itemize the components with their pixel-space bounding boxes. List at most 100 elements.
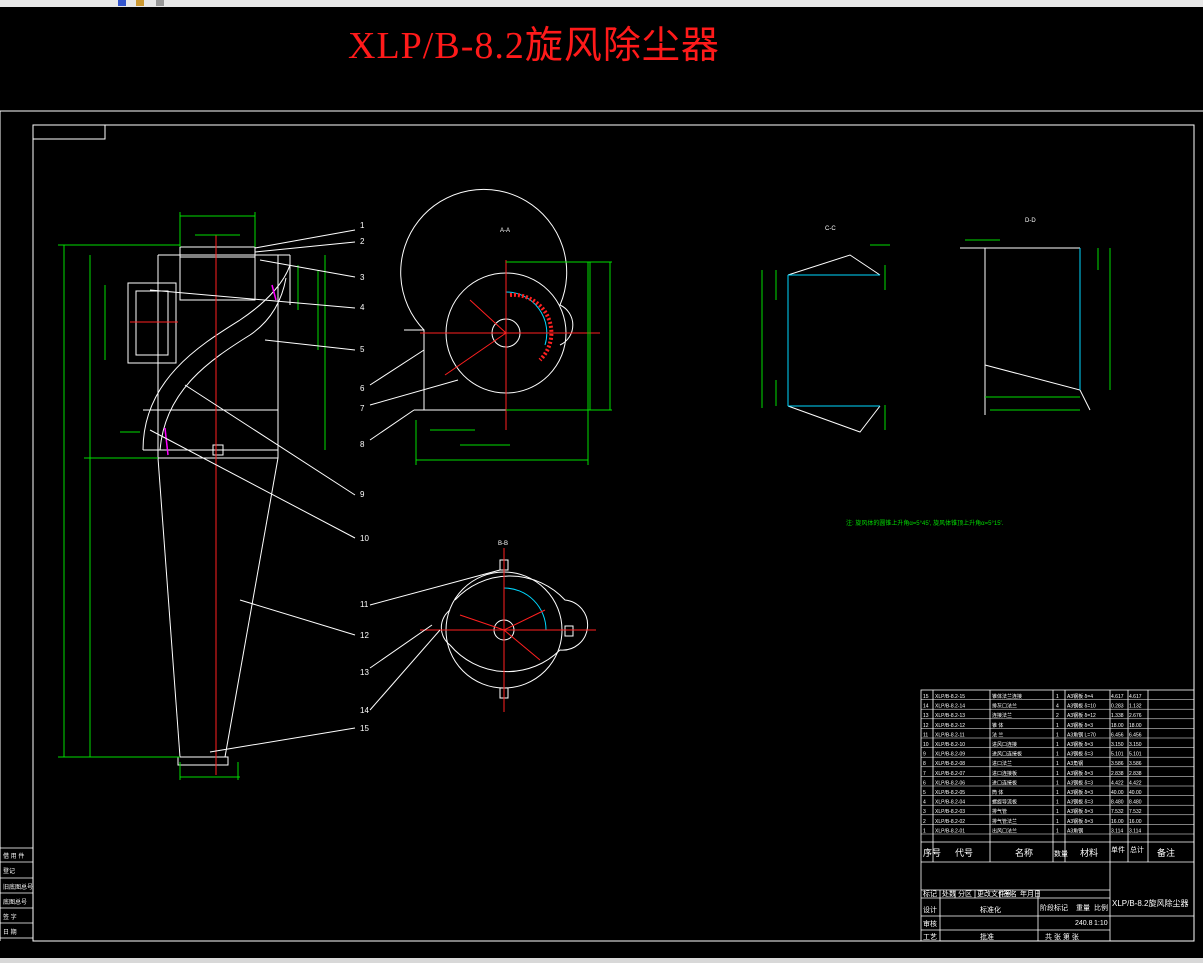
tb-process: 工艺 bbox=[923, 933, 937, 941]
bom-cell-w1: 3.150 bbox=[1111, 742, 1124, 748]
bom-cell-no: 13 bbox=[923, 713, 929, 719]
main-elevation bbox=[127, 246, 291, 766]
bom-cell-name: 连接法兰 bbox=[992, 712, 1012, 719]
note-text: 注: 旋风体的圆锥上升角α=5°45′, 旋风体锥顶上升角α=5°15′. bbox=[846, 519, 1004, 527]
bom-cell-w1: 40.00 bbox=[1111, 790, 1124, 796]
bom-cell-name: 排气管 bbox=[992, 808, 1007, 815]
toolbar bbox=[0, 0, 1203, 7]
leader-number: 15 bbox=[360, 724, 369, 733]
main-dimensions bbox=[58, 212, 326, 780]
bom-cell-name: 进口法兰 bbox=[992, 760, 1012, 767]
main-magenta-marks bbox=[164, 284, 277, 456]
bom-cell-qty: 1 bbox=[1056, 819, 1059, 825]
bom-cell-code: XLP/B-8.2-14 bbox=[935, 704, 965, 710]
bom-cell-w1: 2.838 bbox=[1111, 771, 1124, 777]
main-leaders bbox=[149, 229, 356, 753]
left-block-cell: 签 字 bbox=[3, 913, 17, 921]
bom-cell-name: 进口连接板 bbox=[992, 770, 1017, 777]
view-dd-dim bbox=[965, 239, 1111, 411]
left-block-cell: 底图总号 bbox=[3, 898, 27, 906]
bom-cell-mat: A3钢板 δ=12 bbox=[1067, 712, 1096, 719]
bom-cell-mat: A3钢板 δ=3 bbox=[1067, 808, 1093, 815]
bom-cell-mat: A3钢板 δ=4 bbox=[1067, 693, 1093, 700]
left-block-cell: 旧底图总号 bbox=[3, 883, 33, 891]
bom-cell-mat: A3钢板 δ=3 bbox=[1067, 722, 1093, 729]
bom-cell-w2: 40.00 bbox=[1129, 790, 1142, 796]
bom-cell-name: 法 兰 bbox=[992, 731, 1003, 738]
tool-icon[interactable] bbox=[118, 0, 126, 6]
bom-cell-w2: 8.480 bbox=[1129, 800, 1142, 806]
bom-table bbox=[920, 689, 1195, 942]
bom-cell-qty: 1 bbox=[1056, 742, 1059, 748]
bom-cell-w1: 0.283 bbox=[1111, 704, 1124, 710]
bom-cell-code: XLP/B-8.2-03 bbox=[935, 809, 965, 815]
bom-cell-code: XLP/B-8.2-12 bbox=[935, 723, 965, 729]
bom-cell-w1: 3.114 bbox=[1111, 828, 1123, 834]
tb-approve: 批准 bbox=[980, 932, 994, 941]
bom-cell-mat: A3钢板 δ=3 bbox=[1067, 779, 1093, 786]
bom-cell-mat: A3角钢 L=70 bbox=[1067, 731, 1096, 738]
bom-cell-code: XLP/B-8.2-15 bbox=[935, 694, 965, 700]
bom-cell-w2: 5.101 bbox=[1129, 752, 1142, 758]
bom-cell-w2: 2.676 bbox=[1129, 713, 1142, 719]
bom-cell-w1: 5.101 bbox=[1111, 752, 1124, 758]
bom-cell-code: XLP/B-8.2-05 bbox=[935, 790, 965, 796]
bom-header-mat: 材料 bbox=[1080, 847, 1098, 858]
bom-header: 序号 代号 名称 数量 材料 单件 总计 备注 bbox=[923, 845, 1175, 858]
tb-count: 处数 bbox=[942, 889, 956, 898]
bom-cell-no: 9 bbox=[923, 752, 926, 758]
view-aa bbox=[400, 188, 574, 411]
bom-cell-no: 4 bbox=[923, 800, 926, 806]
bom-cell-w2: 1.132 bbox=[1129, 704, 1142, 710]
bom-cell-code: XLP/B-8.2-13 bbox=[935, 713, 965, 719]
bom-cell-code: XLP/B-8.2-07 bbox=[935, 771, 965, 777]
bom-cell-qty: 1 bbox=[1056, 780, 1059, 786]
view-bb-red bbox=[420, 548, 596, 712]
left-block bbox=[0, 847, 34, 939]
bom-cell-name: 锥体法兰连接 bbox=[992, 693, 1022, 700]
bom-cell-no: 5 bbox=[923, 790, 926, 796]
bom-cell-mat: A3钢板 δ=3 bbox=[1067, 751, 1093, 758]
bom-cell-w1: 7.532 bbox=[1111, 809, 1124, 815]
bom-header-w1: 单件 bbox=[1111, 845, 1125, 854]
bom-cell-mat: A3钢板 δ=3 bbox=[1067, 818, 1093, 825]
bom-cell-w2: 3.114 bbox=[1129, 828, 1141, 834]
leader-number: 13 bbox=[360, 668, 369, 677]
leader-number: 6 bbox=[360, 384, 365, 393]
left-block-cell: 登记 bbox=[3, 867, 15, 875]
bom-cell-mat: A3钢板 δ=3 bbox=[1067, 741, 1093, 748]
bom-cell-code: XLP/B-8.2-04 bbox=[935, 800, 965, 806]
leader-number: 4 bbox=[360, 303, 365, 312]
view-bb-leaders bbox=[369, 569, 501, 711]
view-dd bbox=[960, 247, 1091, 415]
tool-icon[interactable] bbox=[136, 0, 144, 6]
view-aa-red bbox=[420, 260, 600, 430]
section-labels: A-A B-B C-C D-D bbox=[498, 218, 1036, 547]
tb-sheet: 共 张 第 张 bbox=[1045, 932, 1079, 941]
bom-cell-w1: 4.617 bbox=[1111, 694, 1124, 700]
tb-std: 标准化 bbox=[980, 905, 1001, 914]
leader-number: 12 bbox=[360, 631, 369, 640]
bom-cell-name: 排气管法兰 bbox=[992, 818, 1017, 825]
tool-icon[interactable] bbox=[156, 0, 164, 6]
bom-header-note: 备注 bbox=[1157, 847, 1175, 858]
bom-cell-mat: A3角钢 bbox=[1067, 827, 1083, 834]
bom-cell-no: 10 bbox=[923, 742, 929, 748]
bom-header-code: 代号 bbox=[955, 848, 973, 858]
bom-cell-qty: 1 bbox=[1056, 800, 1059, 806]
bom-cell-no: 15 bbox=[923, 694, 929, 700]
bom-cell-no: 3 bbox=[923, 809, 926, 815]
tb-mark: 标记 bbox=[923, 889, 937, 898]
bom-cell-code: XLP/B-8.2-06 bbox=[935, 780, 965, 786]
leader-number: 7 bbox=[360, 404, 365, 413]
bom-cell-name: 进风口连接板 bbox=[992, 751, 1022, 758]
view-aa-leaders bbox=[369, 349, 459, 441]
bom-cell-qty: 4 bbox=[1056, 704, 1059, 710]
bom-cell-mat: A3角钢 bbox=[1067, 760, 1083, 767]
bom-cell-code: XLP/B-8.2-08 bbox=[935, 761, 965, 767]
view-cc-dim bbox=[761, 244, 890, 430]
bom-cell-w1: 18.00 bbox=[1111, 723, 1124, 729]
drawing-frame bbox=[0, 110, 1203, 942]
